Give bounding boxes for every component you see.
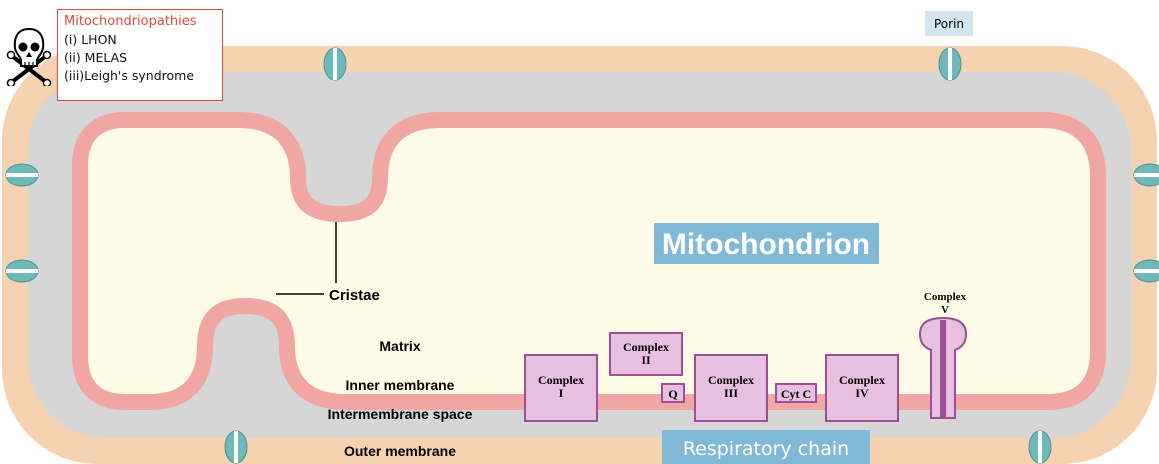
respiratory-chain-label: Respiratory chain bbox=[683, 438, 849, 460]
disease-item: (iii)Leigh's syndrome bbox=[64, 67, 216, 85]
mitochondriopathies-box: Mitochondriopathies (i) LHON (ii) MELAS … bbox=[57, 9, 223, 101]
complex-iv-num: IV bbox=[855, 386, 869, 400]
q-label: Q bbox=[668, 387, 677, 401]
mitochondriopathies-title: Mitochondriopathies bbox=[64, 13, 216, 31]
matrix-label: Matrix bbox=[379, 338, 420, 354]
porin-label: Porin bbox=[934, 17, 964, 31]
complex-i-word: Complex bbox=[538, 373, 584, 387]
cristae-label: Cristae bbox=[329, 287, 380, 304]
porin-icon bbox=[6, 260, 38, 282]
disease-item: (ii) MELAS bbox=[64, 49, 216, 67]
intermembrane-space-label: Intermembrane space bbox=[328, 406, 473, 422]
disease-item: (i) LHON bbox=[64, 31, 216, 49]
complex-ii-num: II bbox=[641, 353, 651, 367]
outer-membrane-label: Outer membrane bbox=[344, 443, 456, 459]
complex-i-num: I bbox=[559, 386, 564, 400]
complex-iii-word: Complex bbox=[708, 373, 754, 387]
cytochrome-c: Cyt C bbox=[776, 384, 816, 402]
mitochondrion-title: Mitochondrion bbox=[662, 228, 870, 261]
complex-ii-word: Complex bbox=[623, 340, 669, 354]
porin-icon bbox=[6, 164, 38, 186]
complex-iv-word: Complex bbox=[839, 373, 885, 387]
complex-iii-num: III bbox=[724, 386, 738, 400]
complex-iii: Complex III bbox=[695, 355, 767, 421]
complex-ii: Complex II bbox=[610, 333, 682, 375]
coenzyme-q: Q bbox=[662, 384, 684, 402]
porin-icon bbox=[1134, 164, 1159, 186]
complex-iv: Complex IV bbox=[826, 355, 898, 421]
inner-membrane-label: Inner membrane bbox=[346, 377, 455, 393]
porin-icon bbox=[939, 48, 961, 80]
porin-icon bbox=[225, 431, 247, 463]
skull-crossbones-icon bbox=[6, 26, 52, 86]
porin-icon bbox=[1134, 260, 1159, 282]
complex-v-word: Complex bbox=[924, 291, 967, 303]
complex-i: Complex I bbox=[525, 355, 597, 421]
porin-icon bbox=[1029, 431, 1051, 463]
porin-icon bbox=[324, 48, 346, 80]
complex-v-num: V bbox=[941, 304, 949, 316]
cytc-label: Cyt C bbox=[781, 387, 811, 401]
